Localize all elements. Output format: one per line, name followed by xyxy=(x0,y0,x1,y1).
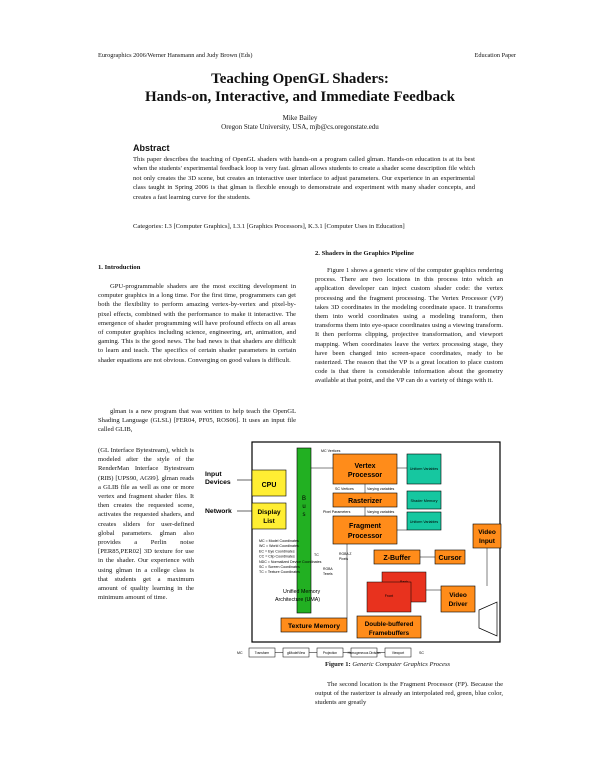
pipeline-end-label: SC xyxy=(419,651,424,655)
rgba-texels-label-1: RGBA xyxy=(323,567,333,571)
uma-label-1: Unified Memory xyxy=(283,589,320,595)
intro-column-2: glman is a new program that was written … xyxy=(98,407,296,435)
video-driver-label-2: Driver xyxy=(449,601,468,608)
legend-entry: NDC = Normalized Device Coordinates xyxy=(259,560,322,564)
pipeline-paragraph-2: The second location is the Fragment Proc… xyxy=(315,681,503,707)
abstract-text: This paper describes the teaching of Ope… xyxy=(133,156,475,201)
video-driver-label-1: Video xyxy=(449,592,467,599)
texture-memory-box xyxy=(280,617,348,633)
author-name: Mike Bailey xyxy=(282,114,318,122)
display-list-label-1: Display xyxy=(257,509,281,516)
uma-label-2: Architecture (UMA) xyxy=(275,597,320,603)
input-devices-label-2: Devices xyxy=(205,479,231,486)
pipeline-stage-label: glModelView xyxy=(287,651,306,655)
pipeline-paragraph-1: Figure 1 shows a generic view of the com… xyxy=(315,267,503,385)
display-list-box xyxy=(251,502,287,530)
section-heading-introduction: 1. Introduction xyxy=(98,264,141,271)
tc-label: TC xyxy=(314,553,319,557)
intro-paragraph-2-rest: (GL Interface Bytestream), which is mode… xyxy=(98,447,194,602)
paper-title-line1: Teaching OpenGL Shaders: xyxy=(211,71,389,87)
figure-caption-label: Figure 1: xyxy=(325,661,351,668)
vertex-processor-box xyxy=(332,453,398,485)
framebuffers-box xyxy=(356,615,422,639)
legend-entry: EC = Eye Coordinates xyxy=(259,549,295,553)
sc-vertices-label: SC Vertices xyxy=(335,487,354,491)
front-label: Front xyxy=(385,594,393,598)
network-label: Network xyxy=(205,508,232,515)
pipeline-stage-label: Projection xyxy=(323,651,337,655)
pipeline-stage-label: Homogeneous Division xyxy=(348,651,381,655)
uniform-vars-label-2: Uniform Variables xyxy=(410,520,438,524)
fragment-processor-label-2: Processor xyxy=(348,533,383,540)
legend-entry: WC = World Coordinates xyxy=(259,544,299,548)
pipeline-column-bottom: The second location is the Fragment Proc… xyxy=(315,680,503,708)
monitor-icon xyxy=(478,601,498,637)
front-buffer xyxy=(366,581,412,613)
categories: Categories: I.3 [Computer Graphics], I.3… xyxy=(133,223,405,230)
abstract-heading: Abstract xyxy=(133,143,170,153)
uniform-vars-box-2 xyxy=(406,511,442,531)
varying-vars-label-2: Varying variables xyxy=(367,510,395,514)
figure-caption: Figure 1: Generic Computer Graphics Proc… xyxy=(325,661,450,668)
vertex-processor-label-2: Processor xyxy=(348,472,383,479)
pipeline-start-label: MC xyxy=(237,651,243,655)
intro-paragraph-1: GPU-programmable shaders are the most ex… xyxy=(98,283,296,364)
varying-vars-label-1: Varying variables xyxy=(367,487,395,491)
author-affiliation: Oregon State University, USA, mjb@cs.ore… xyxy=(221,123,379,131)
video-input-label-2: Input xyxy=(479,538,496,545)
pipeline-stage-box xyxy=(384,647,412,658)
cpu-label: CPU xyxy=(262,482,277,489)
rgba-texels-label-2: Texels xyxy=(323,572,333,576)
legend-entry: MC = Model Coordinates xyxy=(259,539,299,543)
framebuffers-label-1: Double-buffered xyxy=(365,621,414,628)
z-buffer-label: Z-Buffer xyxy=(383,555,410,562)
rgba-z-pixels-label-2: Pixels xyxy=(339,557,348,561)
display-list-label-2: List xyxy=(263,518,275,525)
framebuffers-label-2: Framebuffers xyxy=(369,630,410,637)
legend-entry: CC = Clip Coordinates xyxy=(259,555,295,559)
video-driver-box xyxy=(440,585,476,613)
input-devices-label-1: Input xyxy=(205,471,222,478)
uniform-vars-box-1 xyxy=(406,453,442,485)
video-input-label-1: Video xyxy=(478,529,496,536)
figure-caption-text: Generic Computer Graphics Process xyxy=(352,661,451,668)
intro-column: GPU-programmable shaders are the most ex… xyxy=(98,282,296,365)
running-header-left: Eurographics 2006/Werner Hansmann and Ju… xyxy=(98,52,253,59)
pipeline-column: Figure 1 shows a generic view of the com… xyxy=(315,266,503,386)
uniform-vars-label-1: Uniform Variables xyxy=(410,467,438,471)
pipeline-stage-label: Transform xyxy=(255,651,270,655)
pipeline-strip: MC Transform glModelView Projection Homogene… xyxy=(237,647,424,658)
mc-vertices-label: MC Vertices xyxy=(321,449,341,453)
intro-column-narrow: (GL Interface Bytestream), which is mode… xyxy=(98,446,194,602)
rgba-z-pixels-label-1: RGBA Z xyxy=(339,552,351,556)
pipeline-stage-label: Viewport xyxy=(392,651,404,655)
section-heading-pipeline: 2. Shaders in the Graphics Pipeline xyxy=(315,250,414,257)
texture-memory-label: Texture Memory xyxy=(288,623,340,630)
intro-paragraph-2-top: glman is a new program that was written … xyxy=(98,408,296,434)
paper-title-line2: Hands-on, Interactive, and Immediate Fee… xyxy=(145,89,455,105)
pixel-params-label: Pixel Parameters xyxy=(323,510,351,514)
cursor-label: Cursor xyxy=(439,555,462,562)
vertex-processor-label-1: Vertex xyxy=(354,463,375,470)
bus-bar xyxy=(296,447,312,614)
rasterizer-label: Rasterizer xyxy=(348,498,382,505)
shader-memory-label: Shader Memory xyxy=(410,499,437,503)
fragment-processor-label-1: Fragment xyxy=(349,523,382,530)
legend-entry: SC = Screen Coordinates xyxy=(259,565,300,569)
legend-entry: TC = Texture Coordinates xyxy=(259,570,300,574)
cpu-box xyxy=(251,469,287,497)
running-header-right: Education Paper xyxy=(474,52,516,59)
shader-memory-box xyxy=(406,490,442,510)
